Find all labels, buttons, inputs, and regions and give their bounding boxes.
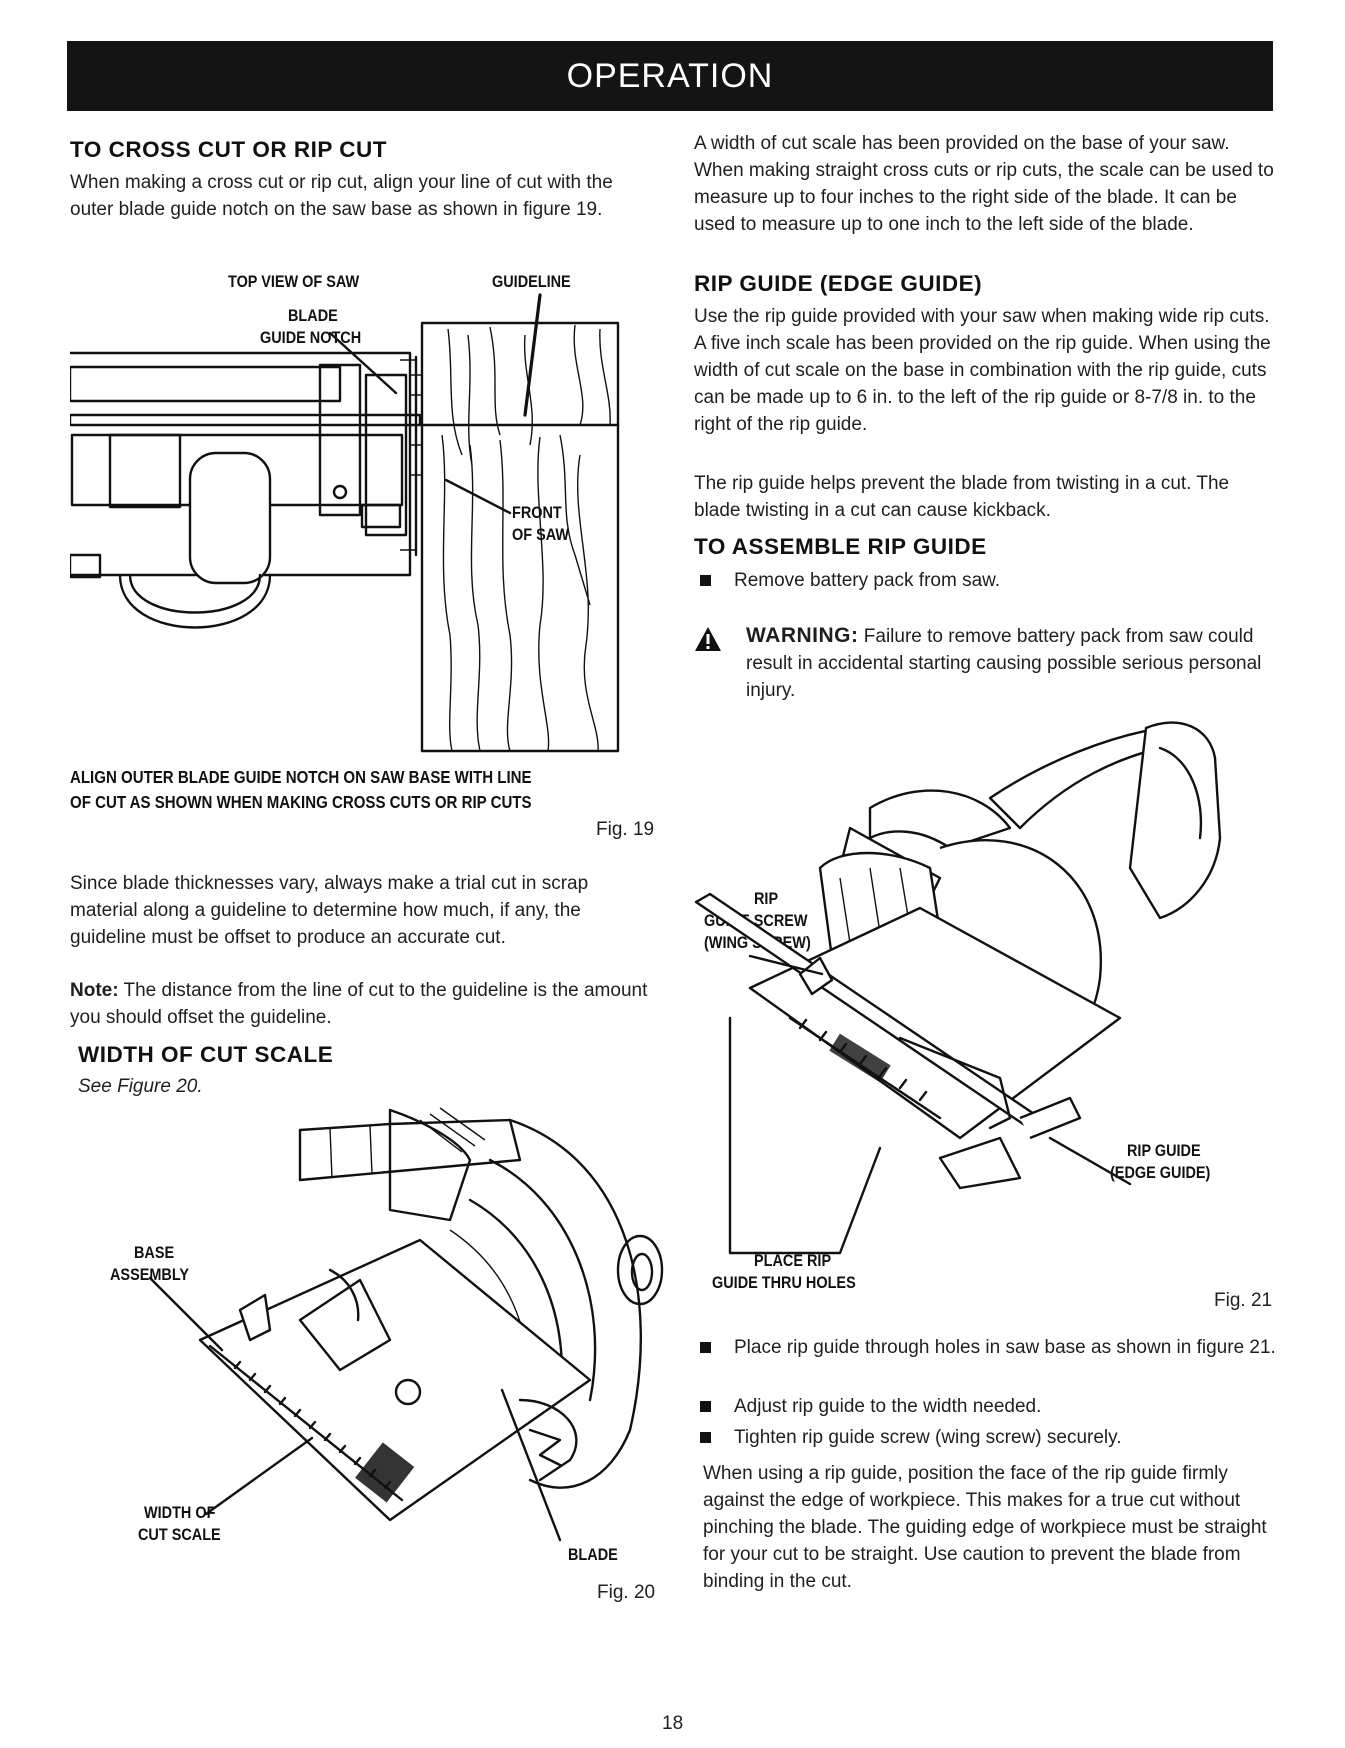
label-width-of-cut-1: WIDTH OF [144,1503,216,1522]
warning-body: Failure to remove battery pack from saw … [746,626,1262,701]
rip-guide-heading: RIP GUIDE (EDGE GUIDE) [694,271,983,296]
label-rip-guide-edge-2: (EDGE GUIDE) [1110,1163,1211,1182]
label-blade: BLADE [568,1545,618,1564]
figure-21: RIP GUIDE SCREW (WING SCREW) RIP GUIDE (… [690,718,1290,1318]
width-of-cut-paragraph: A width of cut scale has been provided o… [694,133,1274,235]
top-view-saw-illustration [70,293,620,753]
warning-triangle-icon [695,627,721,651]
label-base-assembly-1: BASE [134,1243,175,1262]
cross-cut-heading: TO CROSS CUT OR RIP CUT [70,137,387,162]
label-width-of-cut-2: CUT SCALE [138,1525,221,1544]
fig19-label: Fig. 19 [596,819,655,840]
width-of-cut-scale-illustration [148,1107,664,1542]
rip-guide-body-2: The rip guide helps prevent the blade fr… [694,473,1230,521]
section-banner: OPERATION [67,41,1273,111]
rip-guide-body-1: Use the rip guide provided with your saw… [694,306,1271,435]
bullet-text: Remove battery pack from saw. [734,570,1001,591]
warning-label: WARNING: [746,624,859,647]
note-paragraph: Note: The distance from the line of cut … [70,977,650,1031]
trial-cut-paragraph: Since blade thicknesses vary, always mak… [70,873,589,948]
cross-cut-body: When making a cross cut or rip cut, alig… [70,172,613,220]
label-rip-guide-edge-1: RIP GUIDE [1127,1141,1201,1160]
fig20-label: Fig. 20 [597,1582,656,1603]
bullet-text: Place rip guide through holes in saw bas… [734,1337,1276,1358]
assemble-heading: TO ASSEMBLE RIP GUIDE [694,534,987,559]
label-blade-guide-notch-1: BLADE [288,306,338,325]
bullet-text: Tighten rip guide screw (wing screw) sec… [734,1427,1122,1448]
fig19-caption-line1: ALIGN OUTER BLADE GUIDE NOTCH ON SAW BAS… [70,767,532,787]
bullet-adjust-rip-guide: Adjust rip guide to the width needed. [700,1393,1309,1420]
label-blade-guide-notch-2: GUIDE NOTCH [260,328,362,347]
final-paragraph: When using a rip guide, position the fac… [703,1463,1267,1592]
bullet-tighten-screw: Tighten rip guide screw (wing screw) sec… [700,1424,1309,1451]
bullet-text: Adjust rip guide to the width needed. [734,1396,1042,1417]
fig19-caption-line2: OF CUT AS SHOWN WHEN MAKING CROSS CUTS O… [70,792,532,812]
rip-guide-saw-illustration [694,721,1222,1255]
see-figure-20: See Figure 20. [78,1076,203,1097]
label-place-rip-guide-2: GUIDE THRU HOLES [712,1273,856,1292]
label-top-view: TOP VIEW OF SAW [228,272,360,291]
bullet-place-rip-guide: Place rip guide through holes in saw bas… [700,1334,1309,1361]
label-base-assembly-2: ASSEMBLY [110,1265,189,1284]
fig21-label: Fig. 21 [1214,1290,1273,1311]
bullet-square [700,1342,711,1353]
note-text: The distance from the line of cut to the… [70,980,648,1028]
figure-19: TOP VIEW OF SAW GUIDELINE BLADE GUIDE NO… [70,265,650,755]
bullet-remove-battery: Remove battery pack from saw. [700,567,1294,594]
label-rip-guide-screw-1: RIP [754,889,779,908]
bullet-square [700,1401,711,1412]
note-label: Note: [70,980,119,1001]
bullet-square [700,575,711,586]
label-guideline: GUIDELINE [492,272,571,291]
page-number: 18 [662,1713,684,1734]
label-place-rip-guide-1: PLACE RIP [754,1251,832,1270]
bullet-square [700,1432,711,1443]
warning-block: WARNING: Failure to remove battery pack … [694,622,1279,712]
warning-text: WARNING: Failure to remove battery pack … [746,622,1276,704]
label-front-1: FRONT [512,503,562,522]
width-scale-heading: WIDTH OF CUT SCALE [78,1042,334,1067]
figure-20: BASE ASSEMBLY WIDTH OF CUT SCALE BLADE F… [90,1100,670,1620]
